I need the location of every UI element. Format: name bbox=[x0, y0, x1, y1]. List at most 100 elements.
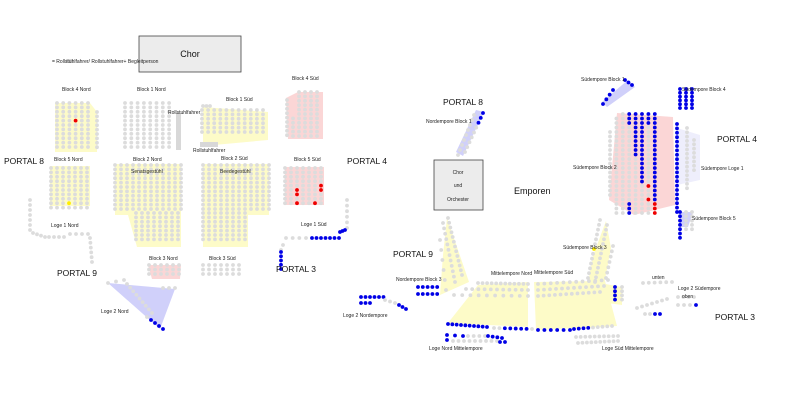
seat-taken[interactable] bbox=[640, 112, 644, 116]
seat-free[interactable] bbox=[55, 131, 59, 136]
seat-free[interactable] bbox=[79, 201, 83, 206]
seat-free[interactable] bbox=[73, 170, 77, 175]
seat-taken[interactable] bbox=[576, 326, 581, 331]
seat-free[interactable] bbox=[143, 167, 147, 172]
seat-free[interactable] bbox=[685, 164, 689, 169]
seat-taken[interactable] bbox=[690, 94, 694, 99]
seat-free[interactable] bbox=[79, 179, 83, 184]
seat-free[interactable] bbox=[345, 209, 349, 214]
seat-free[interactable] bbox=[458, 148, 462, 152]
seat-taken[interactable] bbox=[675, 183, 679, 188]
seat-free[interactable] bbox=[315, 134, 319, 138]
seat-free[interactable] bbox=[131, 167, 135, 172]
seat-taken[interactable] bbox=[372, 295, 377, 299]
seat-free[interactable] bbox=[85, 179, 89, 184]
seat-taken[interactable] bbox=[524, 326, 529, 331]
seat-free[interactable] bbox=[129, 109, 134, 114]
seat-free[interactable] bbox=[140, 211, 144, 215]
seat-free[interactable] bbox=[633, 188, 638, 193]
seat-free[interactable] bbox=[633, 157, 638, 161]
seat-free[interactable] bbox=[517, 293, 522, 298]
seat-free[interactable] bbox=[478, 339, 483, 343]
seat-free[interactable] bbox=[67, 114, 72, 119]
seat-free[interactable] bbox=[167, 101, 172, 105]
seat-free[interactable] bbox=[513, 287, 518, 292]
seat-free[interactable] bbox=[212, 130, 217, 134]
seat-free[interactable] bbox=[267, 171, 271, 176]
seat-free[interactable] bbox=[152, 215, 156, 220]
seat-free[interactable] bbox=[645, 303, 649, 307]
seat-taken[interactable] bbox=[675, 122, 679, 126]
seat-free[interactable] bbox=[55, 145, 59, 149]
seat-free[interactable] bbox=[146, 215, 150, 220]
seat-free[interactable] bbox=[143, 207, 147, 211]
seat-free[interactable] bbox=[249, 198, 253, 203]
seat-free[interactable] bbox=[201, 224, 205, 229]
seat-free[interactable] bbox=[614, 161, 619, 166]
seat-free[interactable] bbox=[309, 134, 313, 138]
seat-free[interactable] bbox=[633, 184, 638, 188]
seat-free[interactable] bbox=[692, 151, 696, 155]
seat-free[interactable] bbox=[255, 130, 259, 134]
seat-taken[interactable] bbox=[420, 292, 425, 296]
seat-free[interactable] bbox=[152, 224, 156, 229]
seat-free[interactable] bbox=[620, 184, 625, 188]
seat-free[interactable] bbox=[73, 114, 78, 119]
seat-free[interactable] bbox=[225, 180, 229, 185]
seat-free[interactable] bbox=[633, 202, 638, 206]
seat-free[interactable] bbox=[236, 108, 241, 112]
seat-free[interactable] bbox=[255, 121, 259, 126]
seat-free[interactable] bbox=[606, 334, 611, 339]
seat-free[interactable] bbox=[289, 188, 293, 192]
seat-free[interactable] bbox=[55, 105, 59, 110]
seat-taken[interactable] bbox=[400, 305, 405, 309]
seat-free[interactable] bbox=[512, 281, 517, 286]
seat-taken[interactable] bbox=[337, 236, 341, 240]
seat-free[interactable] bbox=[219, 193, 223, 198]
seat-free[interactable] bbox=[566, 286, 570, 291]
seat-free[interactable] bbox=[123, 123, 127, 127]
seat-free[interactable] bbox=[466, 334, 470, 338]
seat-free[interactable] bbox=[440, 258, 445, 262]
seat-free[interactable] bbox=[611, 339, 616, 344]
seat-free[interactable] bbox=[142, 145, 146, 149]
seat-free[interactable] bbox=[113, 207, 117, 211]
seat-free[interactable] bbox=[237, 185, 241, 189]
seat-taken[interactable] bbox=[611, 88, 615, 92]
seat-free[interactable] bbox=[605, 324, 610, 329]
seat-free[interactable] bbox=[303, 107, 307, 112]
seat-free[interactable] bbox=[640, 304, 644, 309]
seat-free[interactable] bbox=[301, 192, 305, 197]
seat-free[interactable] bbox=[73, 105, 78, 110]
seat-free[interactable] bbox=[150, 311, 154, 315]
seat-free[interactable] bbox=[633, 161, 638, 166]
seat-taken[interactable] bbox=[675, 157, 679, 162]
seat-free[interactable] bbox=[242, 130, 247, 134]
seat-free[interactable] bbox=[261, 125, 265, 130]
seat-free[interactable] bbox=[158, 219, 162, 224]
seat-free[interactable] bbox=[207, 176, 211, 181]
seat-free[interactable] bbox=[646, 139, 651, 143]
seat-taken[interactable] bbox=[640, 166, 644, 170]
seat-free[interactable] bbox=[225, 215, 229, 220]
seat-free[interactable] bbox=[601, 242, 605, 246]
seat-free[interactable] bbox=[297, 120, 301, 125]
seat-free[interactable] bbox=[231, 233, 235, 237]
seat-free[interactable] bbox=[85, 192, 89, 197]
seat-free[interactable] bbox=[608, 130, 612, 134]
seat-taken[interactable] bbox=[561, 328, 566, 332]
wheelchair-area-1[interactable] bbox=[176, 113, 181, 150]
seat-free[interactable] bbox=[149, 198, 153, 203]
seat-free[interactable] bbox=[137, 202, 141, 207]
seat-taken[interactable] bbox=[652, 170, 657, 175]
seat-free[interactable] bbox=[684, 214, 688, 219]
seat-free[interactable] bbox=[167, 114, 172, 119]
seat-free[interactable] bbox=[67, 127, 72, 132]
seat-free[interactable] bbox=[460, 143, 464, 147]
seat-taken[interactable] bbox=[149, 318, 153, 322]
seat-free[interactable] bbox=[218, 108, 223, 112]
seat-free[interactable] bbox=[646, 211, 651, 215]
seat-free[interactable] bbox=[444, 288, 448, 292]
seat-free[interactable] bbox=[449, 230, 454, 235]
seat-free[interactable] bbox=[119, 163, 123, 167]
